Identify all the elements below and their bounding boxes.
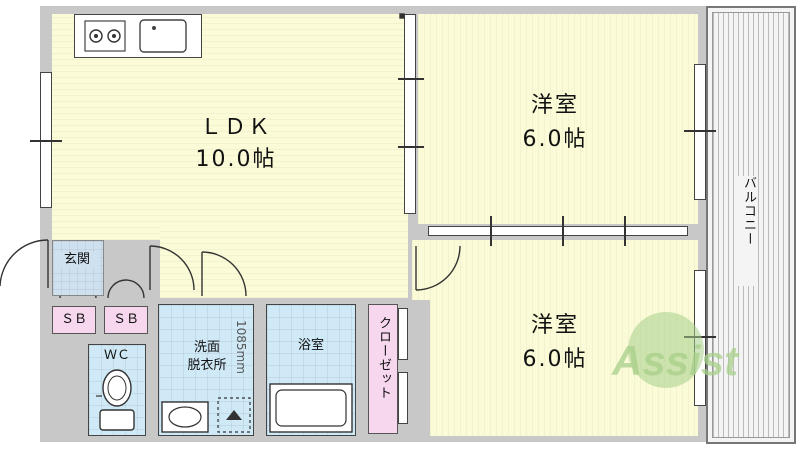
entrance [52,240,104,296]
sliding-door-track [428,226,688,236]
toilet-icon [96,369,135,431]
sliding-door-mark-1 [490,216,492,246]
ldk-window-mark [30,140,62,142]
bathroom-label: 浴室 [297,338,324,353]
stove-icon [84,20,126,52]
dimension-note: 1085mm [234,320,248,374]
western-room-1-size: 6.0帖 [522,127,588,152]
ldk-name: ＬＤＫ [199,115,272,140]
partition-door [404,14,416,214]
western-room-2-size: 6.0帖 [522,347,588,372]
western-room-1 [418,14,698,224]
balcony-label: バルコニー [738,176,758,286]
storage-box-1: ＳＢ [52,306,96,334]
ldk-size: 10.0帖 [195,147,277,172]
assist-logo-badge [628,312,704,388]
storage-box-2: ＳＢ [104,306,148,334]
partition-mark-1 [398,78,424,80]
closet-label: クローゼット [376,316,391,400]
partition-mark-2 [398,146,424,148]
western-room-2-name: 洋室 [530,313,579,338]
western-1-window [694,64,706,200]
washroom-label-line1: 洗面 [193,340,220,355]
sliding-door-mark-2 [562,216,564,246]
washbasin-icon [161,401,209,433]
closet-door-2 [398,372,408,424]
entrance-label: 玄関 [54,252,100,268]
washing-machine-icon [217,397,251,433]
washroom-label-line2: 脱衣所 [187,358,227,373]
assist-watermark: Assist [612,337,739,384]
western-room-1-name: 洋室 [530,93,579,118]
wc-label: ＷＣ [103,348,130,363]
closet-door-1 [398,308,408,360]
western-1-window-mark [684,130,716,132]
closet [368,304,398,434]
bathtub-icon [269,383,353,433]
sliding-door-mark-3 [624,216,626,246]
sink-icon [139,19,187,53]
